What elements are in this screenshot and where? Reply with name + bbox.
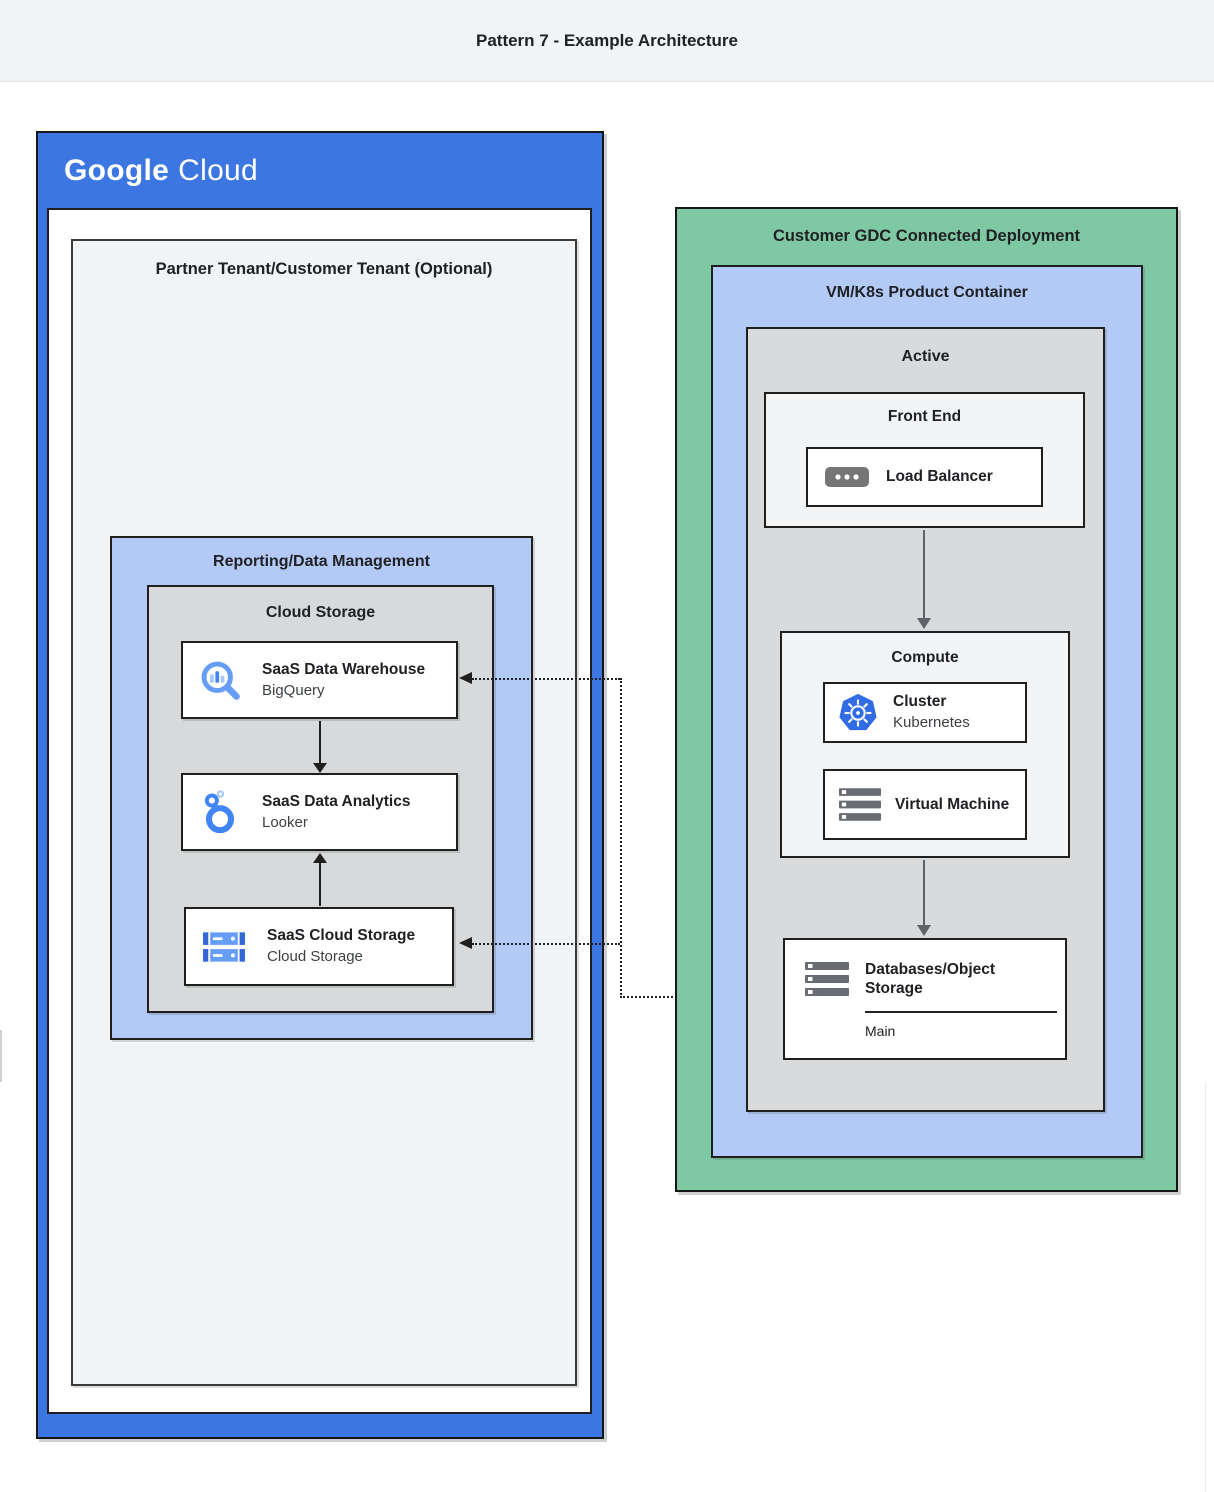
partner-tenant-box: Partner Tenant/Customer Tenant (Optional…	[71, 239, 577, 1386]
customer-gdc-title: Customer GDC Connected Deployment	[772, 227, 1081, 245]
card-title: SaaS Data Analytics	[262, 792, 411, 810]
arrow-storage-to-analytics-head	[313, 853, 327, 863]
compute-box: Compute	[780, 631, 1070, 858]
diagram-title-bar: Pattern 7 - Example Architecture	[0, 0, 1214, 82]
google-cloud-inner-zone: Partner Tenant/Customer Tenant (Optional…	[47, 208, 592, 1414]
databases-main-label: Main	[865, 1022, 896, 1039]
card-title: SaaS Cloud Storage	[267, 927, 416, 945]
card-subtitle: BigQuery	[262, 681, 325, 699]
card-subtitle: Cloud Storage	[267, 948, 363, 966]
customer-gdc-container: Customer GDC Connected Deployment VM/K8s…	[675, 207, 1178, 1192]
kubernetes-icon	[837, 692, 879, 734]
dotted-link-storage-arrowhead	[459, 937, 472, 949]
page-edge-left-tick	[0, 1030, 2, 1082]
card-subtitle: Looker	[262, 813, 308, 831]
cloud-storage-group-box: Cloud Storage	[147, 585, 494, 1013]
cluster-card: Cluster Kubernetes	[823, 682, 1027, 743]
dotted-link-databases-to-warehouse	[472, 678, 620, 680]
cloud-storage-icon	[201, 930, 247, 964]
load-balancer-icon	[824, 466, 870, 488]
looker-icon	[198, 790, 242, 834]
active-title: Active	[901, 348, 950, 365]
saas-data-analytics-card: SaaS Data Analytics Looker	[181, 773, 458, 851]
vm-k8s-title: VM/K8s Product Container	[826, 284, 1028, 301]
cloud-storage-group-title: Cloud Storage	[265, 604, 376, 621]
card-title: SaaS Data Warehouse	[262, 660, 426, 678]
arrow-storage-to-analytics-line	[319, 862, 321, 906]
card-title: Cluster	[893, 693, 947, 711]
bigquery-icon	[198, 658, 242, 702]
card-title: Virtual Machine	[895, 795, 1010, 813]
arrow-warehouse-to-analytics-line	[319, 721, 321, 765]
dotted-link-vertical-segment	[620, 678, 622, 998]
cloud-logo-text: Cloud	[178, 154, 259, 187]
arrow-compute-to-databases-line	[923, 860, 925, 927]
compute-title: Compute	[891, 649, 959, 666]
virtual-machine-card: Virtual Machine	[823, 769, 1027, 840]
card-title: Databases/Object Storage	[865, 961, 996, 998]
front-end-box: Front End Load Balancer	[764, 392, 1085, 528]
reporting-data-management-box: Reporting/Data Management Cloud Storage	[110, 536, 533, 1040]
front-end-title: Front End	[887, 408, 962, 425]
saas-cloud-storage-card: SaaS Cloud Storage Cloud Storage	[184, 907, 454, 986]
saas-data-warehouse-card: SaaS Data Warehouse BigQuery	[181, 641, 458, 719]
arrow-frontend-to-compute-head	[917, 618, 931, 629]
card-subtitle: Kubernetes	[893, 714, 970, 732]
arrow-compute-to-databases-head	[917, 925, 931, 936]
card-title: Load Balancer	[886, 468, 993, 486]
reporting-title: Reporting/Data Management	[213, 553, 430, 570]
arrow-warehouse-to-analytics-head	[313, 763, 327, 773]
vm-k8s-product-container: VM/K8s Product Container Active Front En…	[711, 265, 1143, 1158]
active-box: Active Front End	[746, 327, 1105, 1112]
partner-tenant-title: Partner Tenant/Customer Tenant (Optional…	[155, 260, 493, 278]
load-balancer-card: Load Balancer	[806, 447, 1043, 507]
google-logo-text: Google	[64, 154, 170, 187]
diagram-title: Pattern 7 - Example Architecture	[475, 31, 738, 50]
page-edge-right-line	[1205, 1082, 1206, 1492]
dotted-link-databases-to-storage	[472, 943, 620, 945]
arrow-frontend-to-compute-line	[923, 530, 925, 620]
databases-icon	[805, 962, 849, 996]
virtual-machine-icon	[839, 788, 881, 821]
dotted-link-warehouse-arrowhead	[459, 672, 472, 684]
databases-object-storage-card: Databases/Object Storage Main	[783, 938, 1067, 1060]
databases-divider	[865, 1010, 1057, 1013]
